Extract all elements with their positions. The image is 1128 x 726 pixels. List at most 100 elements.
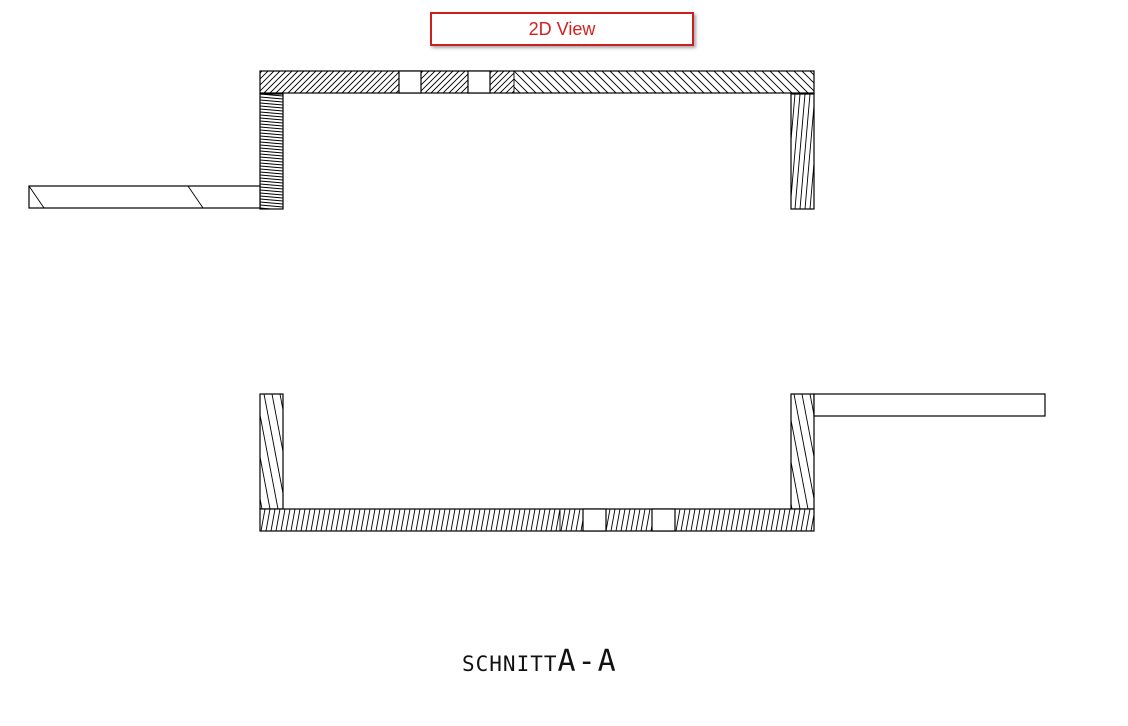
- hatch-line: [421, 71, 430, 80]
- hatch-line: [617, 71, 641, 93]
- hatch-line: [293, 71, 317, 93]
- hatch-line: [675, 509, 681, 531]
- hatch-line: [535, 509, 541, 531]
- hatch-line: [260, 171, 283, 175]
- hatch-bottom-seg-1: [260, 509, 560, 531]
- hatch-line: [490, 71, 505, 86]
- hatch-line: [436, 71, 460, 93]
- hatch-line: [720, 509, 726, 531]
- hatch-line: [448, 73, 468, 93]
- hatch-line: [470, 509, 476, 531]
- hatch-line: [400, 509, 406, 531]
- upper-right-wall: [790, 93, 815, 210]
- hatch-line: [755, 509, 761, 531]
- hatch-line: [633, 71, 657, 93]
- hatch-line: [383, 77, 399, 93]
- hatch-line: [569, 71, 593, 93]
- section-caption-id: A-A: [557, 644, 618, 679]
- hatch-line: [410, 509, 416, 531]
- hatch-line: [424, 71, 448, 93]
- hatch-line: [790, 509, 796, 531]
- hatch-line: [260, 102, 283, 106]
- hatch-line: [520, 509, 526, 531]
- hatch-line: [271, 394, 283, 454]
- hatch-line: [793, 71, 814, 92]
- hatch-line: [565, 509, 571, 531]
- hatch-line: [260, 180, 283, 184]
- hatch-line: [738, 394, 760, 509]
- hatch-line: [761, 71, 785, 93]
- hatch-line: [465, 509, 471, 531]
- hatch-upper-right-wall: [791, 94, 814, 209]
- hatch-line: [705, 509, 711, 531]
- upper-arm-break-line-1: [28, 185, 45, 209]
- hatch-line: [689, 71, 713, 93]
- hatch-line: [560, 509, 566, 531]
- hatch-line: [680, 509, 686, 531]
- hatch-line: [395, 509, 401, 531]
- hatch-line: [347, 71, 371, 93]
- hatch-line: [570, 509, 576, 531]
- hatch-line: [265, 509, 271, 531]
- hatch-line: [380, 509, 386, 531]
- hatch-line: [335, 509, 341, 531]
- lower-bottom-plate-hatch: [260, 509, 814, 531]
- hatch-line: [545, 71, 569, 93]
- hatch-line: [673, 71, 697, 93]
- hatch-line: [801, 394, 814, 460]
- hatch-line: [785, 509, 791, 531]
- hatch-line: [329, 71, 353, 93]
- hatch-line: [260, 159, 283, 163]
- hatch-line: [260, 132, 283, 136]
- hatch-line: [370, 509, 376, 531]
- hatch-line: [208, 394, 230, 509]
- hatch-line: [793, 394, 814, 501]
- section-caption: SCHNITTA-A: [462, 644, 618, 679]
- hatch-top-seg-1: [222, 71, 399, 93]
- hatch-line: [715, 509, 721, 531]
- hatch-line: [794, 94, 806, 209]
- hatch-line: [260, 105, 283, 109]
- hatch-line: [275, 509, 281, 531]
- hatch-line: [585, 71, 609, 93]
- hatch-line: [530, 509, 536, 531]
- hatch-line: [791, 94, 796, 146]
- hatch-line: [280, 509, 286, 531]
- hatch-line: [649, 71, 673, 93]
- hatch-line: [721, 71, 745, 93]
- hatch-line: [260, 150, 283, 154]
- hatch-line: [730, 509, 736, 531]
- hatch-line: [420, 509, 426, 531]
- hatch-line: [495, 509, 501, 531]
- hatch-line: [222, 71, 244, 93]
- hatch-line: [601, 71, 625, 93]
- upper-plate-opening-1: [398, 70, 422, 94]
- hatch-line: [555, 509, 560, 531]
- hatch-line: [421, 71, 436, 86]
- hatch-line: [260, 207, 277, 209]
- hatch-line: [295, 509, 301, 531]
- view-mode-label[interactable]: 2D View: [430, 12, 694, 46]
- hatch-line: [377, 71, 399, 93]
- hatch-line: [260, 96, 283, 100]
- hatch-line: [545, 509, 551, 531]
- hatch-line: [460, 509, 466, 531]
- hatch-top-seg-4: [514, 71, 814, 93]
- hatch-line: [510, 509, 516, 531]
- hatch-line: [450, 509, 456, 531]
- hatch-line: [260, 189, 283, 193]
- hatch-line: [260, 186, 283, 190]
- hatch-line: [740, 509, 746, 531]
- hatch-line: [371, 71, 395, 93]
- upper-left-arm: [28, 185, 261, 209]
- hatch-line: [681, 71, 705, 93]
- hatch-line: [281, 71, 305, 93]
- hatch-line: [791, 501, 793, 509]
- hatch-line: [750, 509, 756, 531]
- hatch-line: [760, 509, 766, 531]
- hatch-line: [405, 509, 411, 531]
- hatch-line: [765, 509, 771, 531]
- hatch-line: [809, 157, 814, 209]
- hatch-line: [725, 509, 731, 531]
